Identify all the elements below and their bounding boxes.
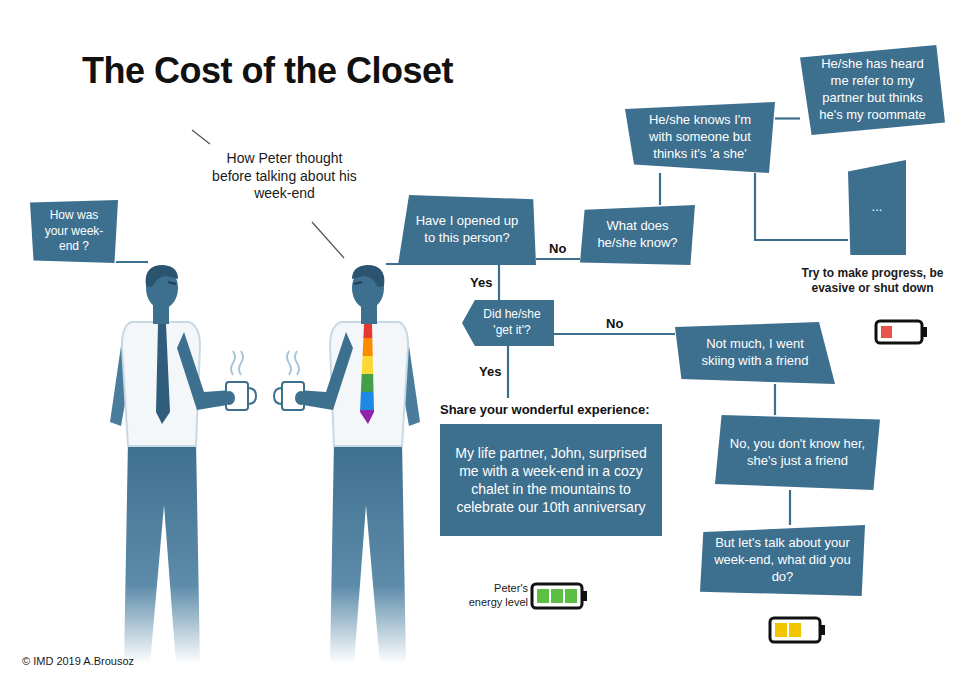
box-text: He/she has heard me refer to my partner …	[813, 56, 932, 124]
battery-body	[876, 321, 922, 343]
battery-body	[770, 618, 820, 642]
battery-low	[876, 321, 927, 343]
edge-label: No	[604, 316, 625, 332]
box-outline	[848, 160, 906, 255]
connector	[755, 173, 848, 240]
box-text: How was your week-end ?	[39, 208, 109, 255]
box-outline	[675, 322, 835, 384]
rainbow-tie	[355, 320, 380, 428]
battery-bar	[565, 589, 577, 603]
tie-stripe	[355, 320, 380, 338]
box-outline	[715, 415, 880, 490]
head-line	[386, 263, 400, 265]
title: The Cost of the Closet	[82, 50, 453, 92]
edge-label: No	[547, 241, 568, 257]
flow-box: No, you don't know her, she's just a fri…	[715, 415, 880, 490]
right-man	[274, 265, 420, 664]
note: Peter's energy level	[460, 582, 528, 610]
copyright: © IMD 2019 A.Brousoz	[22, 655, 222, 669]
connector	[536, 258, 580, 260]
box-text: Did he/she 'get it'?	[478, 307, 546, 338]
leader-line	[192, 130, 210, 144]
flow-box: He/she knows I'm with someone but thinks…	[625, 102, 775, 173]
battery-nub	[582, 591, 587, 601]
leader-line	[312, 222, 344, 258]
box-outline	[462, 300, 554, 346]
flow-box: Did he/she 'get it'?	[462, 300, 554, 346]
share-box: Share your wonderful experience: My life …	[440, 398, 662, 536]
connector	[775, 117, 800, 119]
connector	[507, 346, 509, 398]
box-text: My life partner, John, surprised me with…	[454, 444, 648, 517]
tie-stripe	[355, 338, 380, 356]
box-outline	[30, 200, 118, 263]
battery-body	[532, 584, 582, 608]
tie-stripe	[355, 356, 380, 374]
box-outline	[625, 102, 775, 173]
box-outline	[398, 195, 536, 265]
edge-label: Yes	[468, 275, 494, 291]
box-text: Not much, I went skiing with a friend	[688, 336, 822, 370]
battery-bar	[537, 589, 549, 603]
battery-half	[770, 618, 825, 642]
tie-stripe	[355, 410, 380, 428]
box-text: Have I opened up to this person?	[410, 213, 524, 247]
tie-stripe	[355, 374, 380, 392]
box-text: ...	[856, 199, 898, 216]
flow-box: He/she has heard me refer to my partner …	[800, 45, 945, 135]
box-heading: Share your wonderful experience:	[440, 402, 662, 418]
connector	[554, 333, 675, 335]
bubble-tail	[116, 261, 148, 263]
box-text: No, you don't know her, she's just a fri…	[728, 436, 867, 470]
flow-box: How was your week-end ?	[30, 200, 118, 263]
edge-label: Yes	[477, 364, 503, 380]
battery-bar	[551, 589, 563, 603]
box-fill: My life partner, John, surprised me with…	[440, 424, 662, 536]
battery-nub	[820, 625, 825, 635]
flow-box: Have I opened up to this person?	[398, 195, 536, 265]
flow-box: ...	[848, 160, 906, 255]
tie	[156, 324, 170, 424]
box-outline	[580, 205, 695, 265]
flow-box: But let's talk about your week-end, what…	[700, 525, 865, 596]
connector	[659, 173, 661, 205]
battery-full	[532, 584, 587, 608]
callout-text: How Peter thought before talking about h…	[212, 150, 357, 203]
battery-nub	[922, 327, 927, 337]
battery-bar	[789, 623, 801, 637]
box-text: What does he/she know?	[592, 218, 683, 252]
connector	[789, 490, 791, 525]
flow-box: What does he/she know?	[580, 205, 695, 265]
left-man	[110, 265, 256, 664]
box-outline	[800, 45, 945, 135]
tie-stripe	[355, 392, 380, 410]
battery-bar	[775, 623, 787, 637]
battery-bar	[881, 326, 892, 338]
connector	[774, 384, 776, 415]
note: Try to make progress, be evasive or shut…	[790, 266, 955, 296]
flow-box: Not much, I went skiing with a friend	[675, 322, 835, 384]
box-text: He/she knows I'm with someone but thinks…	[637, 112, 763, 163]
box-outline	[700, 525, 865, 596]
box-text: But let's talk about your week-end, what…	[713, 535, 852, 586]
connector	[498, 265, 500, 300]
